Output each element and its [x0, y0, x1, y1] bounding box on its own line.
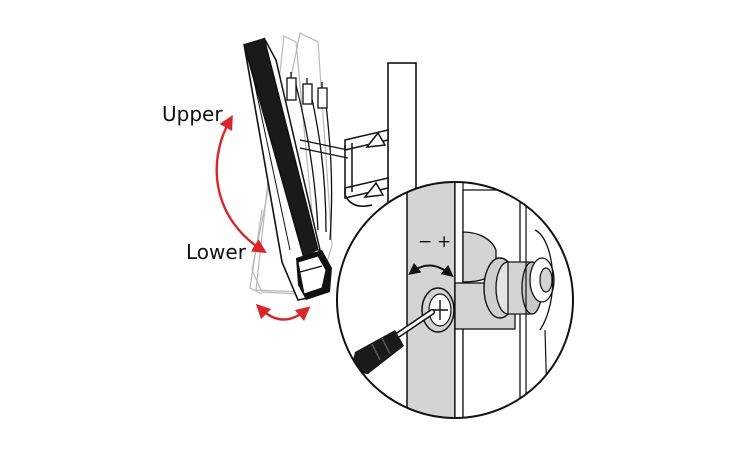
- swivel-arrow: [255, 303, 311, 322]
- tilt-arrow: [215, 114, 267, 254]
- mount-arm: [286, 72, 349, 241]
- label-minus: −: [418, 232, 433, 252]
- zoom-detail: [336, 181, 574, 419]
- monitor: [243, 37, 332, 301]
- wall-bracket: [344, 129, 389, 207]
- rotate-arrow: [408, 262, 454, 277]
- screwdriver-icon: [350, 309, 435, 374]
- label-upper: Upper: [162, 102, 223, 126]
- label-lower: Lower: [186, 240, 246, 264]
- label-plus: +: [437, 232, 452, 252]
